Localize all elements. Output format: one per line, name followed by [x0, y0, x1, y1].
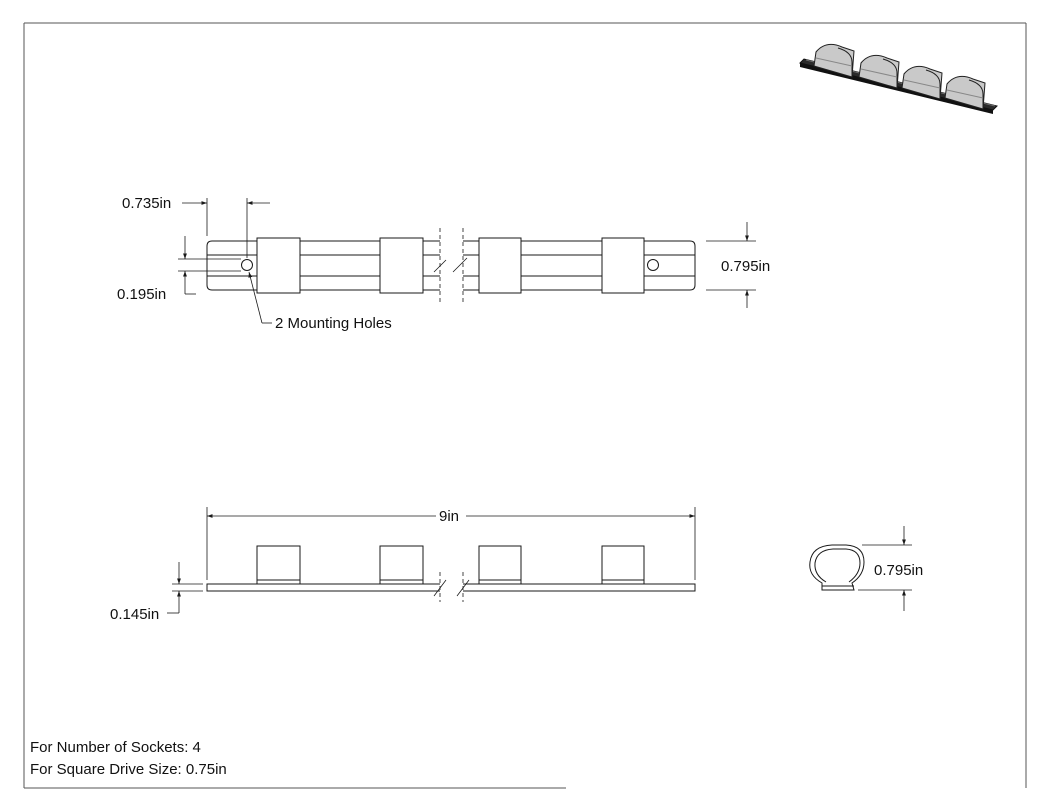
- iso-clip: [944, 75, 986, 110]
- socket-clip: [256, 237, 301, 294]
- callout-mounting-holes: 2 Mounting Holes: [275, 315, 392, 332]
- clip-side: [601, 545, 645, 585]
- mounting-hole: [647, 259, 659, 271]
- top-view: [206, 228, 696, 302]
- clip-side: [256, 545, 301, 585]
- rail-left-side: [206, 583, 440, 592]
- dim-label-socket-offset: 0.735in: [122, 195, 171, 212]
- dim-overall-length: [206, 507, 696, 580]
- socket-clip: [379, 237, 424, 294]
- note-number-of-sockets: For Number of Sockets: 4: [30, 739, 201, 756]
- dim-rail-thickness: [167, 562, 203, 614]
- front-view: [206, 545, 696, 602]
- rail-right-outline: [463, 240, 696, 291]
- dim-label-rail-thickness: 0.145in: [110, 606, 159, 623]
- rail-right-side: [463, 583, 696, 592]
- iso-clip: [813, 43, 855, 78]
- isometric-view: [799, 43, 998, 114]
- clip-side: [478, 545, 522, 585]
- dim-label-rail-width: 0.795in: [721, 258, 770, 275]
- dim-label-overall-length: 9in: [439, 508, 459, 525]
- dim-label-profile-height: 0.795in: [874, 562, 923, 579]
- iso-clip: [858, 54, 900, 89]
- iso-clip: [901, 65, 943, 100]
- mounting-hole: [241, 259, 253, 271]
- dim-hole-offset: [178, 236, 241, 295]
- clip-side: [379, 545, 424, 585]
- dim-profile-height: [858, 526, 912, 611]
- socket-clip: [478, 237, 522, 294]
- profile-view: [809, 544, 865, 591]
- rail-left-outline: [206, 240, 440, 291]
- leader-mounting-holes: [248, 271, 272, 324]
- note-square-drive-size: For Square Drive Size: 0.75in: [30, 761, 227, 778]
- dim-socket-offset: [182, 198, 270, 258]
- dim-rail-width: [706, 222, 756, 308]
- dim-label-hole-offset: 0.195in: [117, 286, 166, 303]
- drawing-frame: [23, 22, 1027, 789]
- socket-clip: [601, 237, 645, 294]
